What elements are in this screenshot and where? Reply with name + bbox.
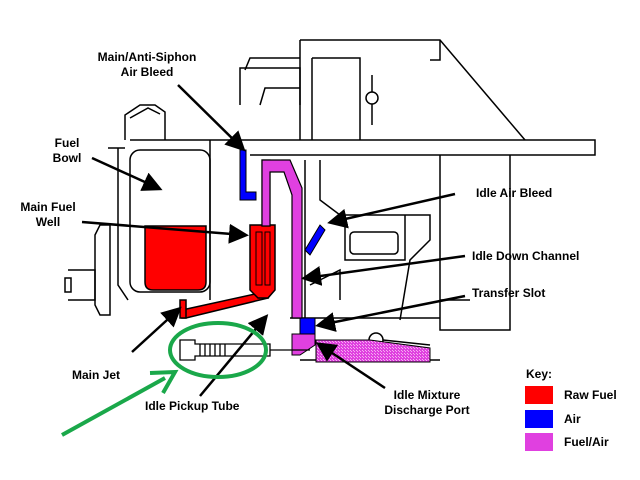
label-main-fuel-well: Main Fuel Well: [20, 200, 76, 229]
highlight-arrow-head: [149, 369, 179, 394]
label-main-jet: Main Jet: [72, 368, 121, 382]
label-idle-air-bleed: Idle Air Bleed: [476, 186, 553, 200]
legend-label-fuel-air: Fuel/Air: [564, 435, 609, 449]
label-fuel-bowl: Fuel Bowl: [52, 136, 82, 165]
legend-label-air: Air: [564, 412, 581, 426]
label-main-anti-siphon-air-bleed: Main/Anti-Siphon Air Bleed: [97, 50, 197, 79]
label-transfer-slot: Transfer Slot: [472, 286, 546, 300]
arrow-idle-mixture: [315, 342, 386, 390]
air-path: [239, 149, 326, 335]
label-idle-mixture-discharge-port: Idle Mixture Discharge Port: [384, 388, 470, 417]
legend-swatch-raw-fuel: [525, 386, 553, 404]
arrow-idle-air-bleed: [327, 192, 456, 229]
legend-swatch-air: [525, 410, 553, 428]
arrow-main-fuel-well: [81, 220, 249, 244]
arrow-idle-pickup: [199, 314, 269, 397]
label-idle-pickup-tube: Idle Pickup Tube: [145, 399, 240, 413]
arrow-anti-siphon: [177, 84, 246, 152]
label-idle-down-channel: Idle Down Channel: [472, 249, 580, 263]
carburetor-body: [64, 39, 596, 361]
highlight-arrow-line: [61, 376, 166, 437]
legend-label-raw-fuel: Raw Fuel: [564, 388, 617, 402]
legend-swatch-fuel-air: [525, 433, 553, 451]
legend-title: Key:: [526, 367, 553, 381]
fuel-air-path: [261, 159, 431, 363]
arrow-fuel-bowl: [91, 156, 163, 191]
highlight-ellipse: [168, 321, 268, 379]
highlight-marker: [61, 321, 268, 437]
arrow-idle-down: [301, 254, 466, 286]
arrow-main-jet: [131, 306, 182, 353]
idle-pickup-tube: [179, 339, 310, 361]
arrow-transfer-slot: [315, 294, 466, 332]
